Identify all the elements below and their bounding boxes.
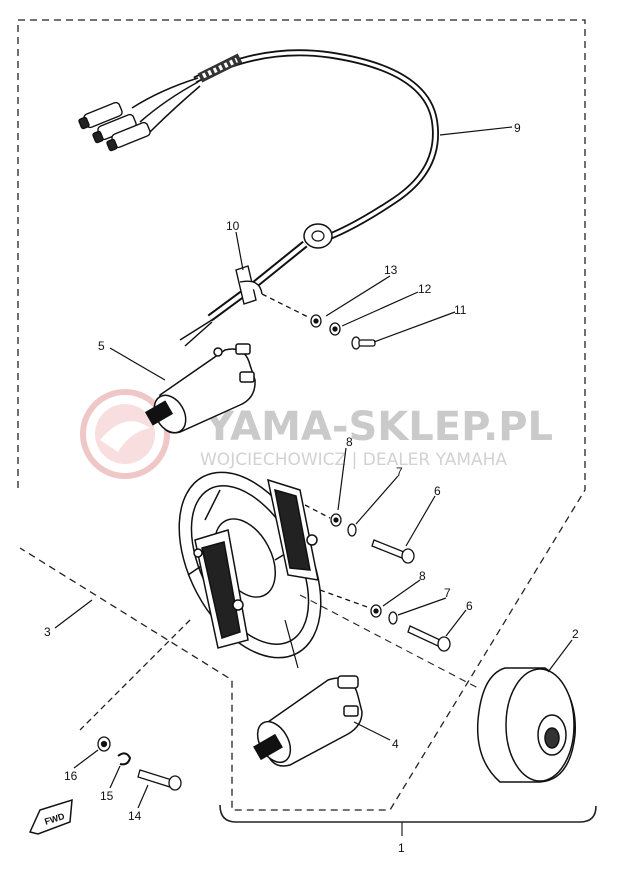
watermark-logo — [80, 389, 170, 479]
callout-labels: 1 2 3 4 5 6 6 7 7 8 8 9 10 11 12 13 14 1… — [44, 121, 579, 855]
ignition-coil — [253, 675, 363, 767]
callout-7-lower: 7 — [444, 586, 451, 600]
coil-guide-line — [284, 619, 299, 669]
base-plate-hardware — [79, 619, 191, 791]
callout-7-upper: 7 — [396, 465, 403, 479]
callout-13: 13 — [384, 263, 398, 277]
leader-lines — [54, 126, 573, 809]
stator-base-plate — [178, 471, 322, 659]
fwd-arrow-marker: FWD — [28, 798, 73, 835]
callout-1: 1 — [398, 841, 405, 855]
callout-3: 3 — [44, 625, 51, 639]
wire-connectors — [78, 101, 151, 152]
callout-16: 16 — [64, 769, 78, 783]
callout-12: 12 — [418, 282, 432, 296]
upper-fastener-set — [304, 504, 415, 564]
watermark-brand: YAMA-SKLEP.PL — [204, 404, 553, 450]
assembly-boundary-dashed — [17, 19, 586, 811]
clamp-hardware — [261, 293, 376, 350]
lead-wire-harness — [131, 49, 439, 347]
lower-fastener-set — [319, 589, 451, 652]
callout-11: 11 — [454, 303, 467, 317]
callout-10: 10 — [226, 219, 240, 233]
callout-15: 15 — [100, 789, 114, 803]
callout-14: 14 — [128, 809, 142, 823]
callout-5: 5 — [98, 339, 105, 353]
cable-clamp — [235, 265, 263, 305]
callout-6-lower: 6 — [466, 599, 473, 613]
flywheel-rotor — [476, 667, 576, 783]
source-coil — [144, 343, 256, 434]
rotor-axis-line — [299, 594, 479, 689]
callout-8-lower: 8 — [419, 569, 426, 583]
callout-8-upper: 8 — [346, 435, 353, 449]
callout-4: 4 — [392, 737, 399, 751]
assembly-bracket — [219, 804, 597, 823]
watermark-tagline: WOJCIECHOWICZ | DEALER YAMAHA — [200, 450, 507, 470]
callout-6-upper: 6 — [434, 484, 441, 498]
callout-2: 2 — [572, 627, 579, 641]
callout-9: 9 — [514, 121, 521, 135]
